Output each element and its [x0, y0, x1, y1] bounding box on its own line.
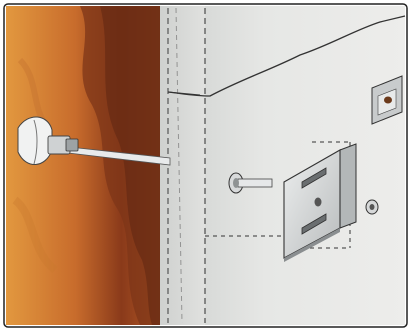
rock-face — [6, 6, 160, 325]
nut-washer — [366, 200, 378, 214]
cavity-gap — [160, 6, 205, 325]
